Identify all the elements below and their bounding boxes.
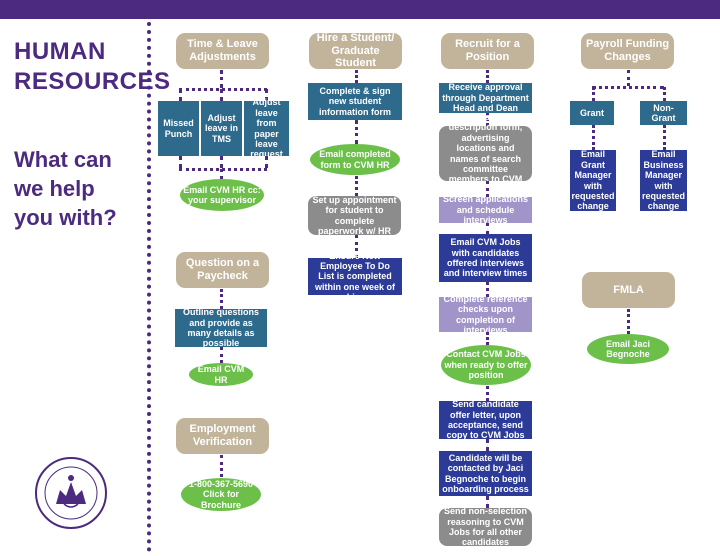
- connector: [486, 113, 489, 126]
- connector: [179, 156, 182, 168]
- connector: [220, 347, 223, 363]
- email-hr-supervisor-oval[interactable]: Email CVM HR cc: your supervisor: [180, 179, 264, 211]
- recruit-step-2-box[interactable]: Submit position description form, advert…: [439, 112, 532, 195]
- recruit-step-6-oval[interactable]: Contact CVM Jobs when ready to offer pos…: [441, 345, 531, 385]
- hire-step-1-box[interactable]: Complete & sign new student information …: [308, 83, 402, 120]
- connector: [355, 120, 358, 144]
- university-seal-icon: [35, 457, 107, 529]
- connector: [220, 289, 223, 309]
- connector: [220, 455, 223, 477]
- connector: [627, 70, 630, 86]
- connector: [220, 70, 223, 88]
- connector: [592, 87, 595, 101]
- hire-step-2-oval[interactable]: Email completed form to CVM HR: [310, 144, 400, 175]
- connector: [220, 169, 223, 179]
- connector: [179, 88, 267, 91]
- page-title: HUMAN RESOURCES: [14, 37, 171, 97]
- header-bar: [0, 0, 720, 19]
- recruit-position-title[interactable]: Recruit for a Position: [441, 33, 534, 69]
- connector: [355, 176, 358, 196]
- missed-punch-box[interactable]: Missed Punch: [158, 101, 199, 156]
- recruit-step-8-box[interactable]: Candidate will be contacted by Jaci Begn…: [439, 451, 532, 496]
- payroll-funding-title[interactable]: Payroll Funding Changes: [581, 33, 674, 69]
- connector: [355, 70, 358, 83]
- connector: [220, 156, 223, 168]
- recruit-step-1-box[interactable]: Receive approval through Department Head…: [439, 82, 532, 113]
- recruit-step-5-box[interactable]: Complete reference checks upon completio…: [439, 294, 532, 335]
- connector: [486, 439, 489, 451]
- title-line-1: HUMAN: [14, 38, 106, 65]
- recruit-step-7-box[interactable]: Send candidate offer letter, upon accept…: [439, 399, 532, 440]
- hire-step-3-box[interactable]: Set up appointment for student to comple…: [308, 195, 401, 236]
- hire-student-title[interactable]: Hire a Student/ Graduate Student: [309, 32, 402, 69]
- fmla-title[interactable]: FMLA: [582, 272, 675, 308]
- recruit-step-9-box[interactable]: Send non-selection reasoning to CVM Jobs…: [439, 506, 532, 547]
- connector: [663, 125, 666, 150]
- time-leave-title[interactable]: Time & Leave Adjustments: [176, 33, 269, 69]
- connector: [486, 332, 489, 345]
- recruit-step-4-box[interactable]: Email CVM Jobs with candidates offered i…: [439, 234, 532, 282]
- hire-step-4-box[interactable]: Ensure New Employee To Do List is comple…: [308, 251, 402, 302]
- nongrant-email-box[interactable]: Email Business Manager with requested ch…: [640, 149, 687, 212]
- connector: [486, 70, 489, 83]
- help-question: What can we help you with?: [14, 147, 117, 230]
- connector: [592, 125, 595, 150]
- connector: [179, 89, 182, 101]
- adjust-tms-box[interactable]: Adjust leave in TMS: [201, 101, 242, 156]
- connector: [486, 223, 489, 234]
- connector: [486, 386, 489, 401]
- grant-email-box[interactable]: Email Grant Manager with requested chang…: [570, 149, 616, 212]
- connector: [179, 168, 267, 171]
- fmla-email-oval[interactable]: Email Jaci Begnoche: [587, 334, 669, 364]
- connector: [486, 181, 489, 197]
- non-grant-box[interactable]: Non-Grant: [640, 101, 687, 125]
- email-hr-oval[interactable]: Email CVM HR: [189, 363, 253, 386]
- employment-verification-title[interactable]: Employment Verification: [176, 418, 269, 454]
- connector: [486, 496, 489, 508]
- divider-line: [147, 22, 151, 552]
- connector: [355, 235, 358, 258]
- outline-questions-box[interactable]: Outline questions and provide as many de…: [175, 307, 267, 348]
- connector: [486, 282, 489, 297]
- connector: [663, 87, 666, 101]
- recruit-step-3-box[interactable]: Screen applications and schedule intervi…: [439, 194, 532, 225]
- adjust-paper-box[interactable]: Adjust leave from paper leave request: [244, 97, 289, 159]
- connector: [592, 86, 664, 89]
- connector: [627, 309, 630, 334]
- grant-box[interactable]: Grant: [570, 101, 614, 125]
- phone-brochure-oval[interactable]: 1-800-367-5690 Click for Brochure: [181, 478, 261, 511]
- paycheck-question-title[interactable]: Question on a Paycheck: [176, 252, 269, 288]
- connector: [265, 156, 268, 168]
- title-line-2: RESOURCES: [14, 68, 171, 95]
- connector: [265, 89, 268, 101]
- connector: [220, 89, 223, 101]
